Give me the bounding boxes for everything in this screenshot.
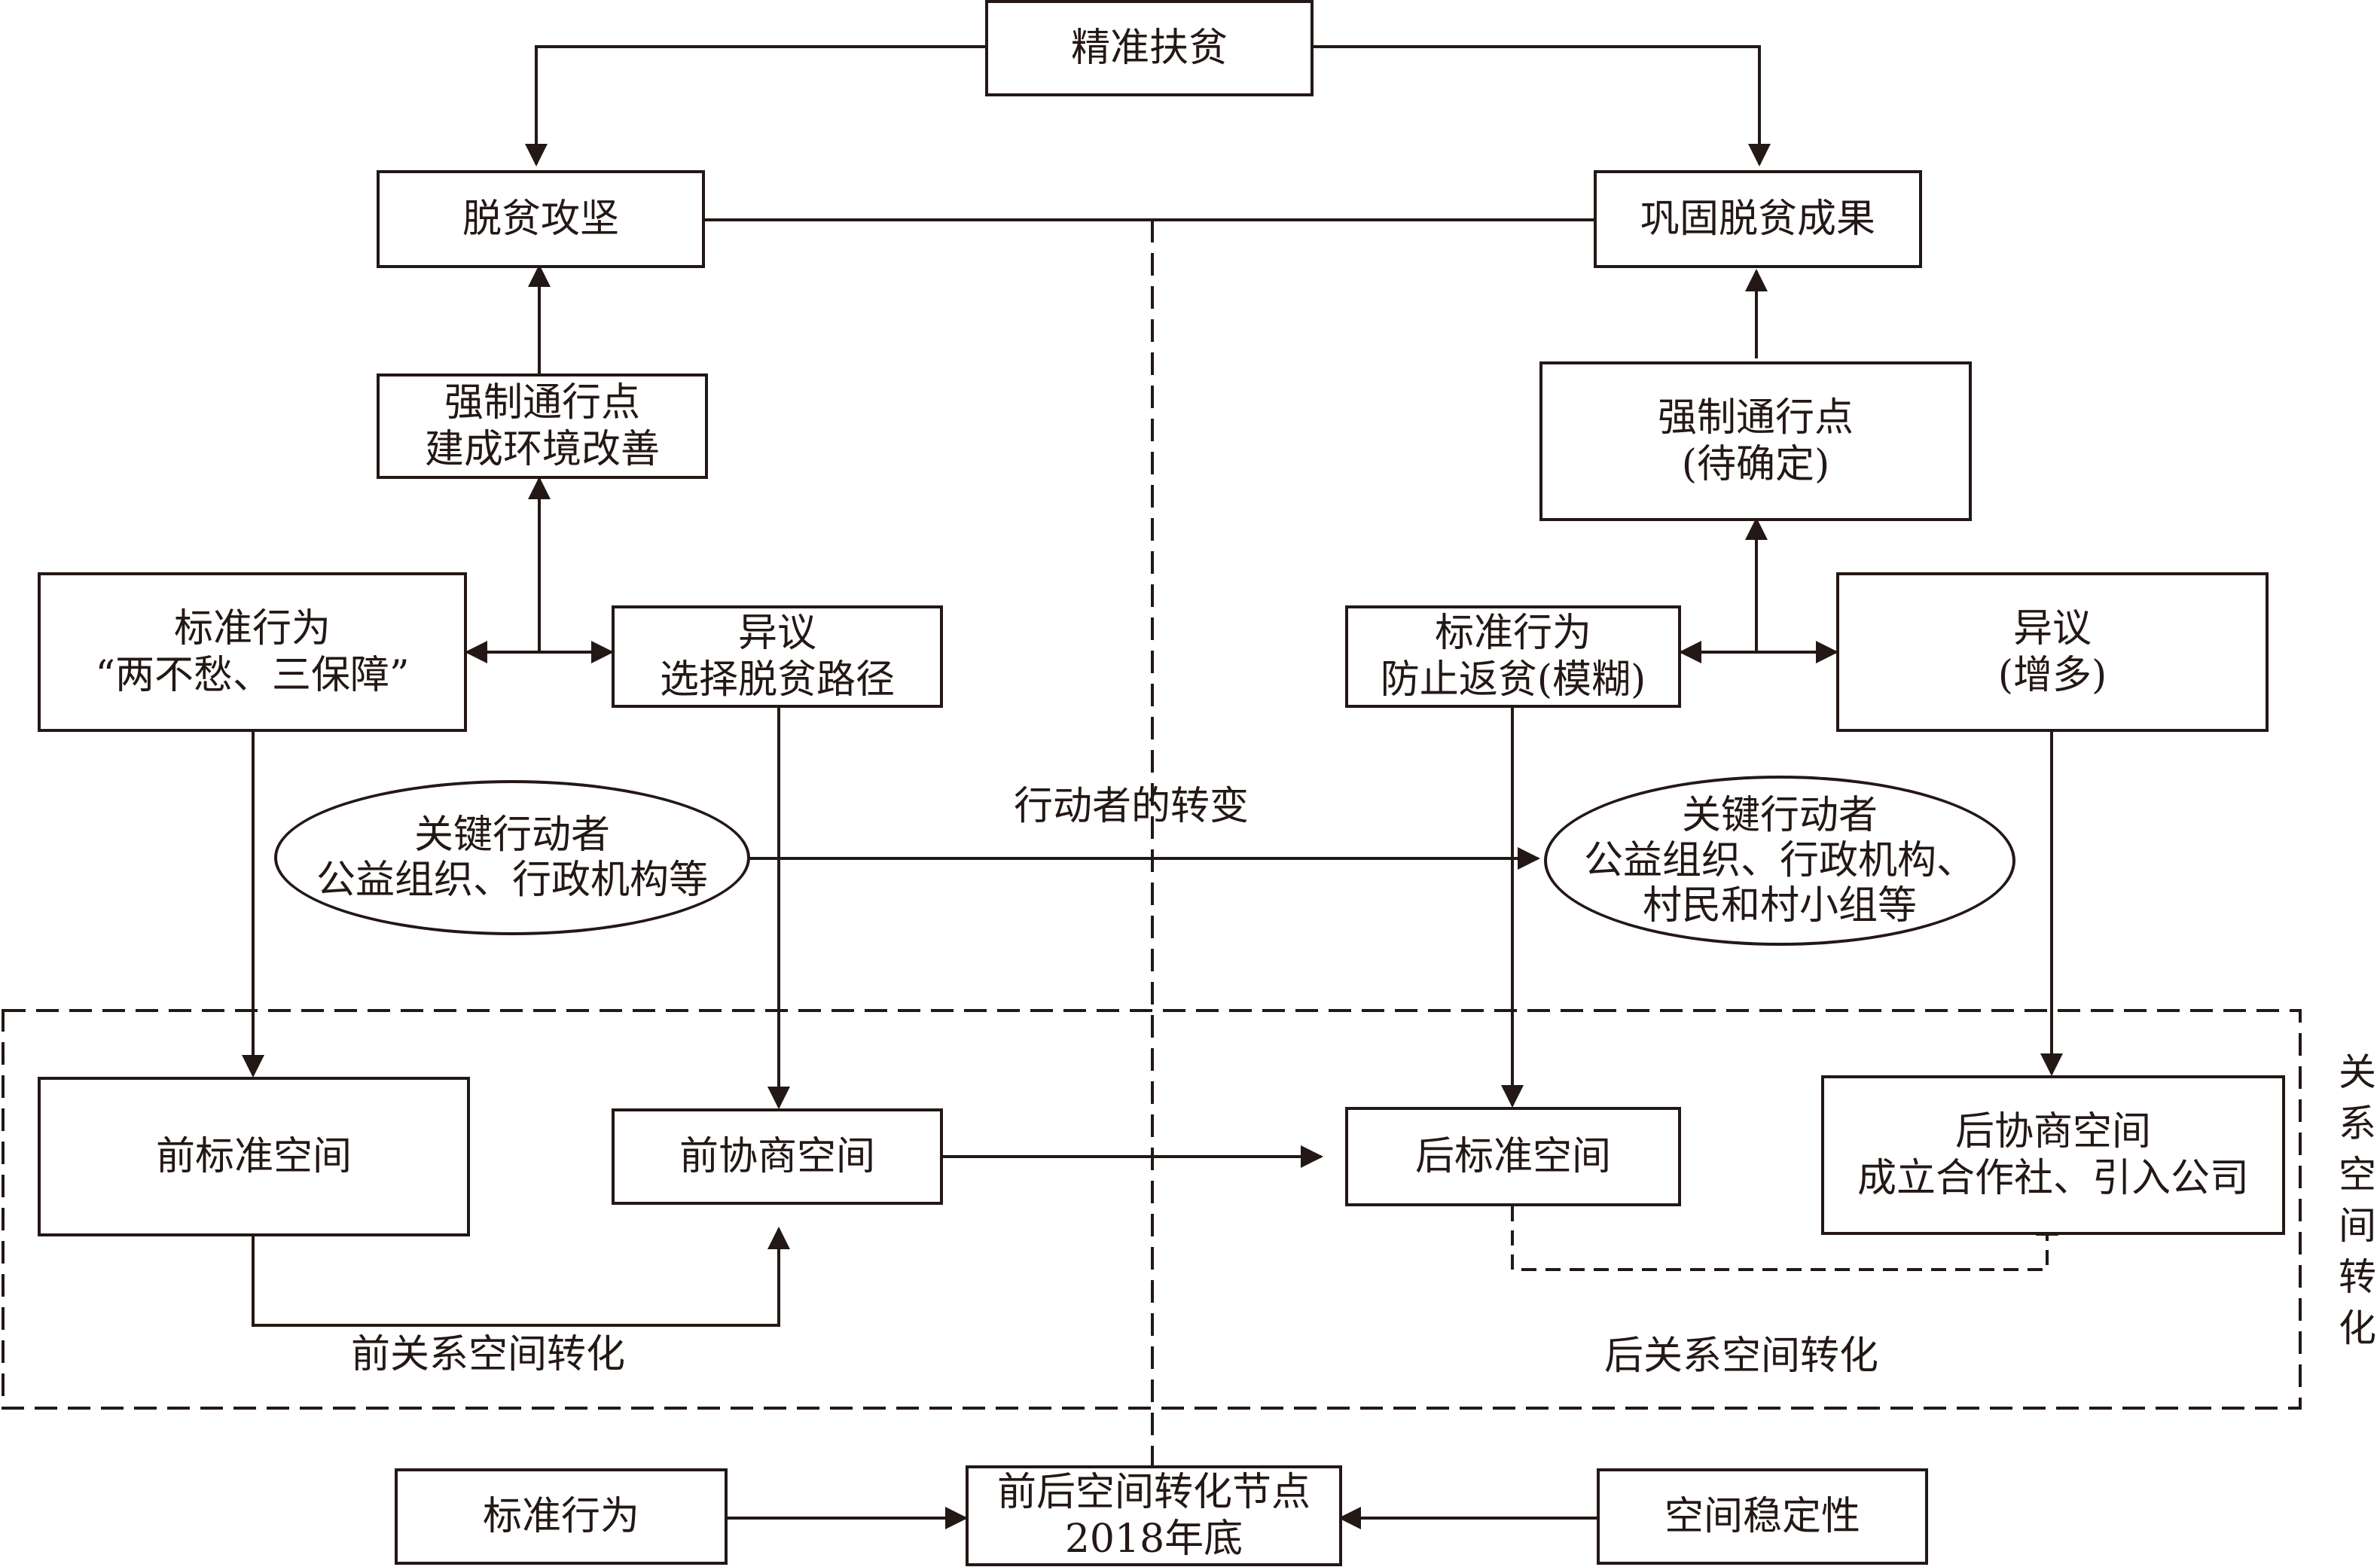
node-label-line-1: 强制通行点 xyxy=(1657,395,1854,441)
node-targeted-poverty-alleviation: 精准扶贫 xyxy=(985,0,1314,96)
node-label: 前标准空间 xyxy=(155,1134,352,1179)
node-label: 空间稳定性 xyxy=(1664,1494,1860,1539)
node-transition-point: 前后空间转化节点 2018年底 xyxy=(966,1465,1342,1566)
node-label-line-1: 后协商空间 xyxy=(1954,1109,2151,1154)
node-left-goal: 脱贫攻坚 xyxy=(377,170,705,268)
node-bottom-standard-behavior: 标准行为 xyxy=(395,1468,728,1565)
node-label-line-2: 2018年底 xyxy=(1064,1517,1243,1562)
node-label-line-2: (待确定) xyxy=(1681,442,1830,487)
node-label-line-1: 异议 xyxy=(737,611,816,656)
node-label-line-1: 标准行为 xyxy=(1434,611,1591,656)
node-label-line-2: 防止返贫(模糊) xyxy=(1380,657,1646,703)
vlabel-char: 转 xyxy=(2339,1255,2376,1299)
node-left-key-actor: 关键行动者 公益组织、行政机构等 xyxy=(274,780,750,935)
node-label-line-1: 标准行为 xyxy=(173,606,331,651)
pre-relational-transform-label: 前关系空间转化 xyxy=(351,1332,626,1377)
edge-right-transform xyxy=(1511,1206,2058,1271)
vlabel-char: 空 xyxy=(2339,1153,2376,1197)
node-right-obligatory-passage-point: 强制通行点 (待确定) xyxy=(1539,361,1972,521)
node-right-goal: 巩固脱贫成果 xyxy=(1594,170,1922,268)
node-right-key-actor: 关键行动者 公益组织、行政机构、 村民和村小组等 xyxy=(1544,776,2015,946)
vlabel-char: 化 xyxy=(2339,1306,2376,1350)
node-label-line-1: 强制通行点 xyxy=(444,380,640,425)
relational-space-transform-vertical-label: 关 系 空 间 转 化 xyxy=(2335,1047,2380,1354)
node-label: 前协商空间 xyxy=(679,1134,875,1179)
node-left-dissent: 异议 选择脱贫路径 xyxy=(612,605,943,708)
vlabel-char: 间 xyxy=(2339,1204,2376,1248)
node-right-standard-behavior: 标准行为 防止返贫(模糊) xyxy=(1345,605,1681,708)
node-label-line-3: 村民和村小组等 xyxy=(1642,883,1917,928)
edge-policy-to-left-goal xyxy=(525,45,985,166)
node-label-line-2: 选择脱贫路径 xyxy=(659,657,895,703)
post-relational-transform-label: 后关系空间转化 xyxy=(1604,1334,1879,1379)
vlabel-char: 系 xyxy=(2339,1102,2376,1145)
node-left-obligatory-passage-point: 强制通行点 建成环境改善 xyxy=(377,373,708,479)
node-label-line-2: 建成环境改善 xyxy=(424,427,660,472)
node-label-line-2: 公益组织、行政机构、 xyxy=(1583,838,1976,883)
node-label: 标准行为 xyxy=(482,1494,639,1539)
node-label-line-1: 关键行动者 xyxy=(413,812,610,858)
relational-space-frame xyxy=(2,1009,2302,1410)
node-pre-negotiation-space: 前协商空间 xyxy=(612,1108,943,1205)
node-label-line-2: 成立合作社、引入公司 xyxy=(1857,1156,2249,1201)
node-spatial-stability: 空间稳定性 xyxy=(1597,1468,1928,1565)
node-label: 精准扶贫 xyxy=(1070,26,1228,71)
node-pre-standard-space: 前标准空间 xyxy=(38,1077,470,1236)
edge-policy-to-right-goal xyxy=(1314,45,1771,166)
node-left-standard-behavior: 标准行为 “两不愁、三保障” xyxy=(38,572,467,732)
actor-shift-label: 行动者的转变 xyxy=(1014,784,1250,829)
node-label-line-1: 关键行动者 xyxy=(1681,793,1878,838)
node-label: 脱贫攻坚 xyxy=(462,197,619,242)
edge-left-transform xyxy=(252,1227,790,1327)
node-label-line-1: 前后空间转化节点 xyxy=(996,1470,1311,1515)
node-label: 后标准空间 xyxy=(1414,1134,1611,1179)
node-label-line-2: (增多) xyxy=(1997,653,2107,698)
vlabel-char: 关 xyxy=(2339,1050,2376,1094)
node-label-line-2: “两不愁、三保障” xyxy=(95,653,410,698)
node-post-standard-space: 后标准空间 xyxy=(1345,1107,1681,1206)
node-label-line-2: 公益组织、行政机构等 xyxy=(316,858,708,903)
node-post-negotiation-space: 后协商空间 成立合作社、引入公司 xyxy=(1821,1075,2285,1235)
node-right-dissent: 异议 (增多) xyxy=(1836,572,2269,732)
node-label-line-1: 异议 xyxy=(2012,606,2092,651)
node-label: 巩固脱贫成果 xyxy=(1640,197,1875,242)
